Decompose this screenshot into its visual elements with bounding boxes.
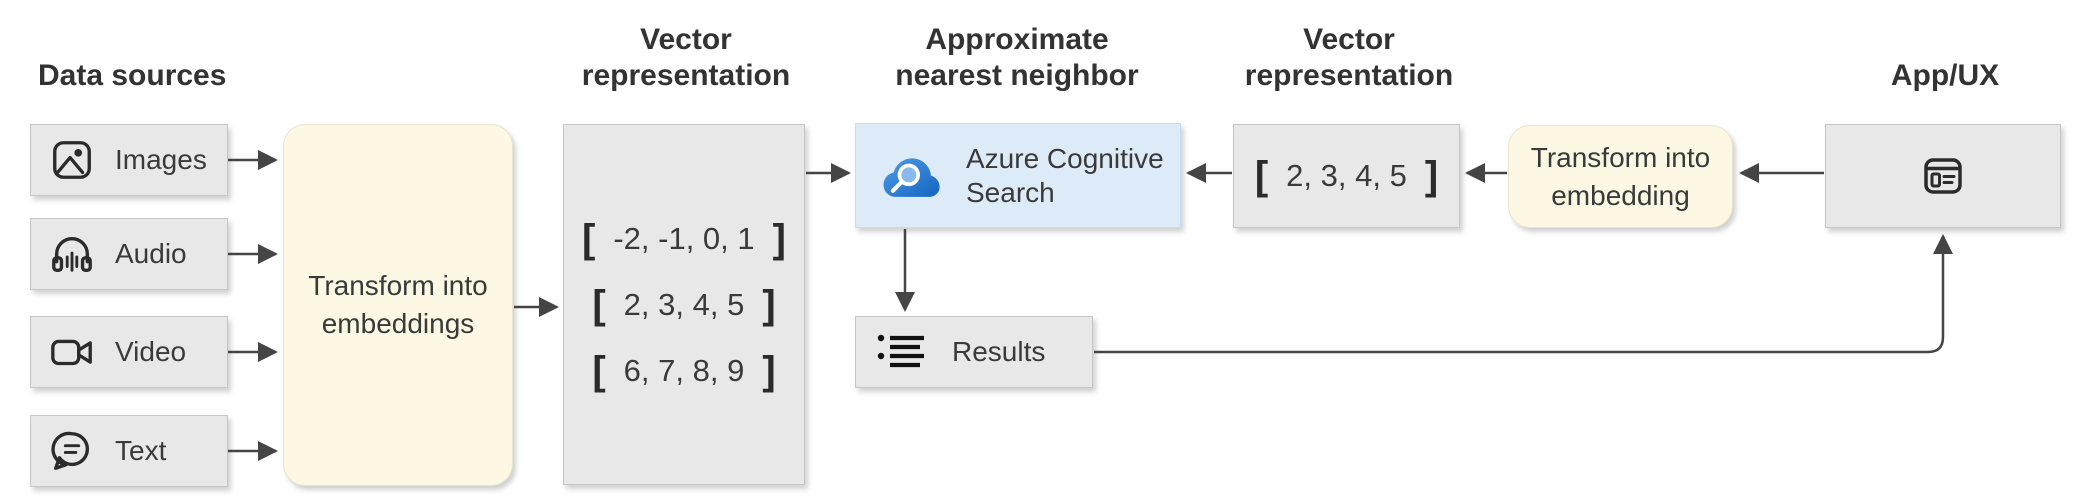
vector-representation-box: [ -2, -1, 0, 1 ] [ 2, 3, 4, 5 ] [ 6, 7, … [563, 124, 805, 485]
text-icon [51, 431, 89, 470]
bracket-close: ] [1424, 154, 1439, 198]
data-source-label: Images [115, 144, 207, 175]
vector-values: 2, 3, 4, 5 [1286, 158, 1407, 193]
transform-into-embedding-label: Transform into embedding [1530, 141, 1711, 211]
results-label: Results [952, 336, 1046, 367]
azure-cognitive-search-box: Azure Cognitive Search [855, 123, 1181, 228]
data-source-audio: Audio [30, 218, 228, 290]
bracket-open: [ [592, 282, 606, 327]
app-ux-box [1825, 124, 2061, 228]
azure-search-cloud-icon [883, 157, 940, 197]
results-list-icon [877, 334, 924, 368]
bracket-close: ] [772, 216, 786, 261]
data-source-label: Audio [115, 238, 187, 269]
transform-into-embeddings-box: Transform into embeddings [283, 124, 513, 486]
vector-representation-header-2: Vector representation [1244, 23, 1454, 92]
data-source-text: Text [30, 415, 228, 487]
data-source-label: Text [115, 435, 167, 466]
browser-window-icon [1924, 158, 1962, 194]
bracket-open: [ [592, 348, 606, 393]
bracket-open: [ [1254, 154, 1269, 198]
app-ux-header: App/UX [1890, 59, 2000, 92]
bracket-close: ] [762, 348, 776, 393]
azure-cognitive-search-label: Azure Cognitive Search [966, 142, 1164, 208]
data-source-video: Video [30, 316, 228, 388]
vector-row: [ -2, -1, 0, 1 ] [582, 219, 786, 259]
data-source-images: Images [30, 124, 228, 196]
vector-row: [ 2, 3, 4, 5 ] [1255, 156, 1438, 196]
vector-values: 2, 3, 4, 5 [623, 286, 745, 322]
transform-into-embedding-box: Transform into embedding [1508, 125, 1733, 228]
vector-row: [ 6, 7, 8, 9 ] [592, 351, 775, 391]
bracket-open: [ [582, 216, 596, 261]
vector-row: [ 2, 3, 4, 5 ] [592, 285, 775, 325]
audio-icon [52, 237, 92, 272]
results-box: Results [855, 316, 1093, 388]
transform-into-embeddings-label: Transform into embeddings [308, 270, 488, 339]
bracket-close: ] [762, 282, 776, 327]
data-source-label: Video [115, 336, 187, 367]
image-icon [53, 141, 91, 179]
vector-values: -2, -1, 0, 1 [613, 220, 755, 256]
data-sources-header: Data sources [38, 59, 227, 92]
approximate-nearest-neighbor-header: Approximate nearest neighbor [895, 23, 1139, 92]
vector-representation-header-1: Vector representation [581, 23, 791, 92]
video-icon [51, 339, 92, 366]
vector-values: 6, 7, 8, 9 [623, 352, 745, 388]
query-vector-box: [ 2, 3, 4, 5 ] [1233, 124, 1460, 228]
